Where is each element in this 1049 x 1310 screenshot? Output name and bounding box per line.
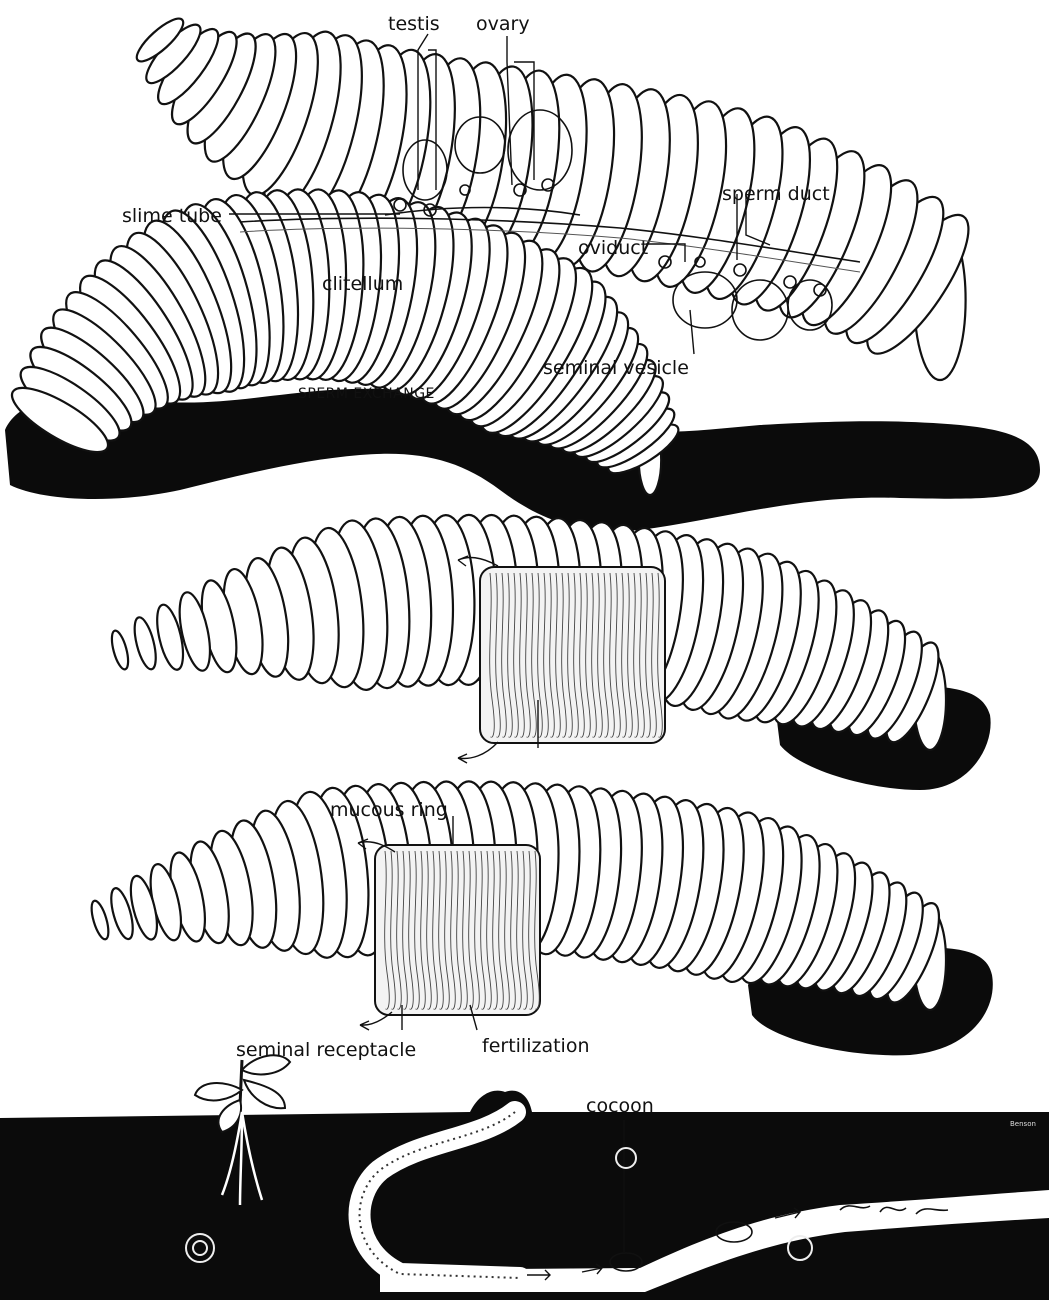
mucous-ring-band	[375, 845, 540, 1015]
label-testis: testis	[388, 13, 440, 35]
worm-2-segment	[130, 615, 160, 671]
label-oviduct: oviduct	[578, 237, 648, 259]
artist-signature: Benson	[1010, 1120, 1036, 1128]
label-sperm-duct: sperm duct	[722, 183, 830, 205]
panel-fertilization: mucous ring seminal receptacle fertiliza…	[88, 781, 993, 1061]
clitellum-band-2	[480, 567, 665, 743]
label-clitellum: clitellum	[322, 273, 403, 295]
label-ovary: ovary	[476, 13, 530, 35]
label-cocoon: cocoon	[586, 1095, 654, 1117]
worm-2-segment	[109, 629, 132, 671]
caption-sperm-exchange: SPERM EXCHANGE	[298, 386, 435, 402]
ring-arrow-bottom-2	[458, 742, 498, 763]
panel-sperm-exchange: testis ovary slime tube sperm duct ovidu…	[4, 13, 1040, 531]
label-fertilization: fertilization	[482, 1035, 590, 1057]
label-seminal-vesicle: seminal vesicle	[543, 357, 689, 379]
label-mucous-ring: mucous ring	[330, 799, 448, 821]
worm-3-segment	[88, 899, 112, 941]
panel-cocoon: cocoon Benson	[0, 1055, 1049, 1300]
label-slime-tube: slime tube	[122, 205, 222, 227]
panel-ring-formation	[109, 514, 991, 790]
